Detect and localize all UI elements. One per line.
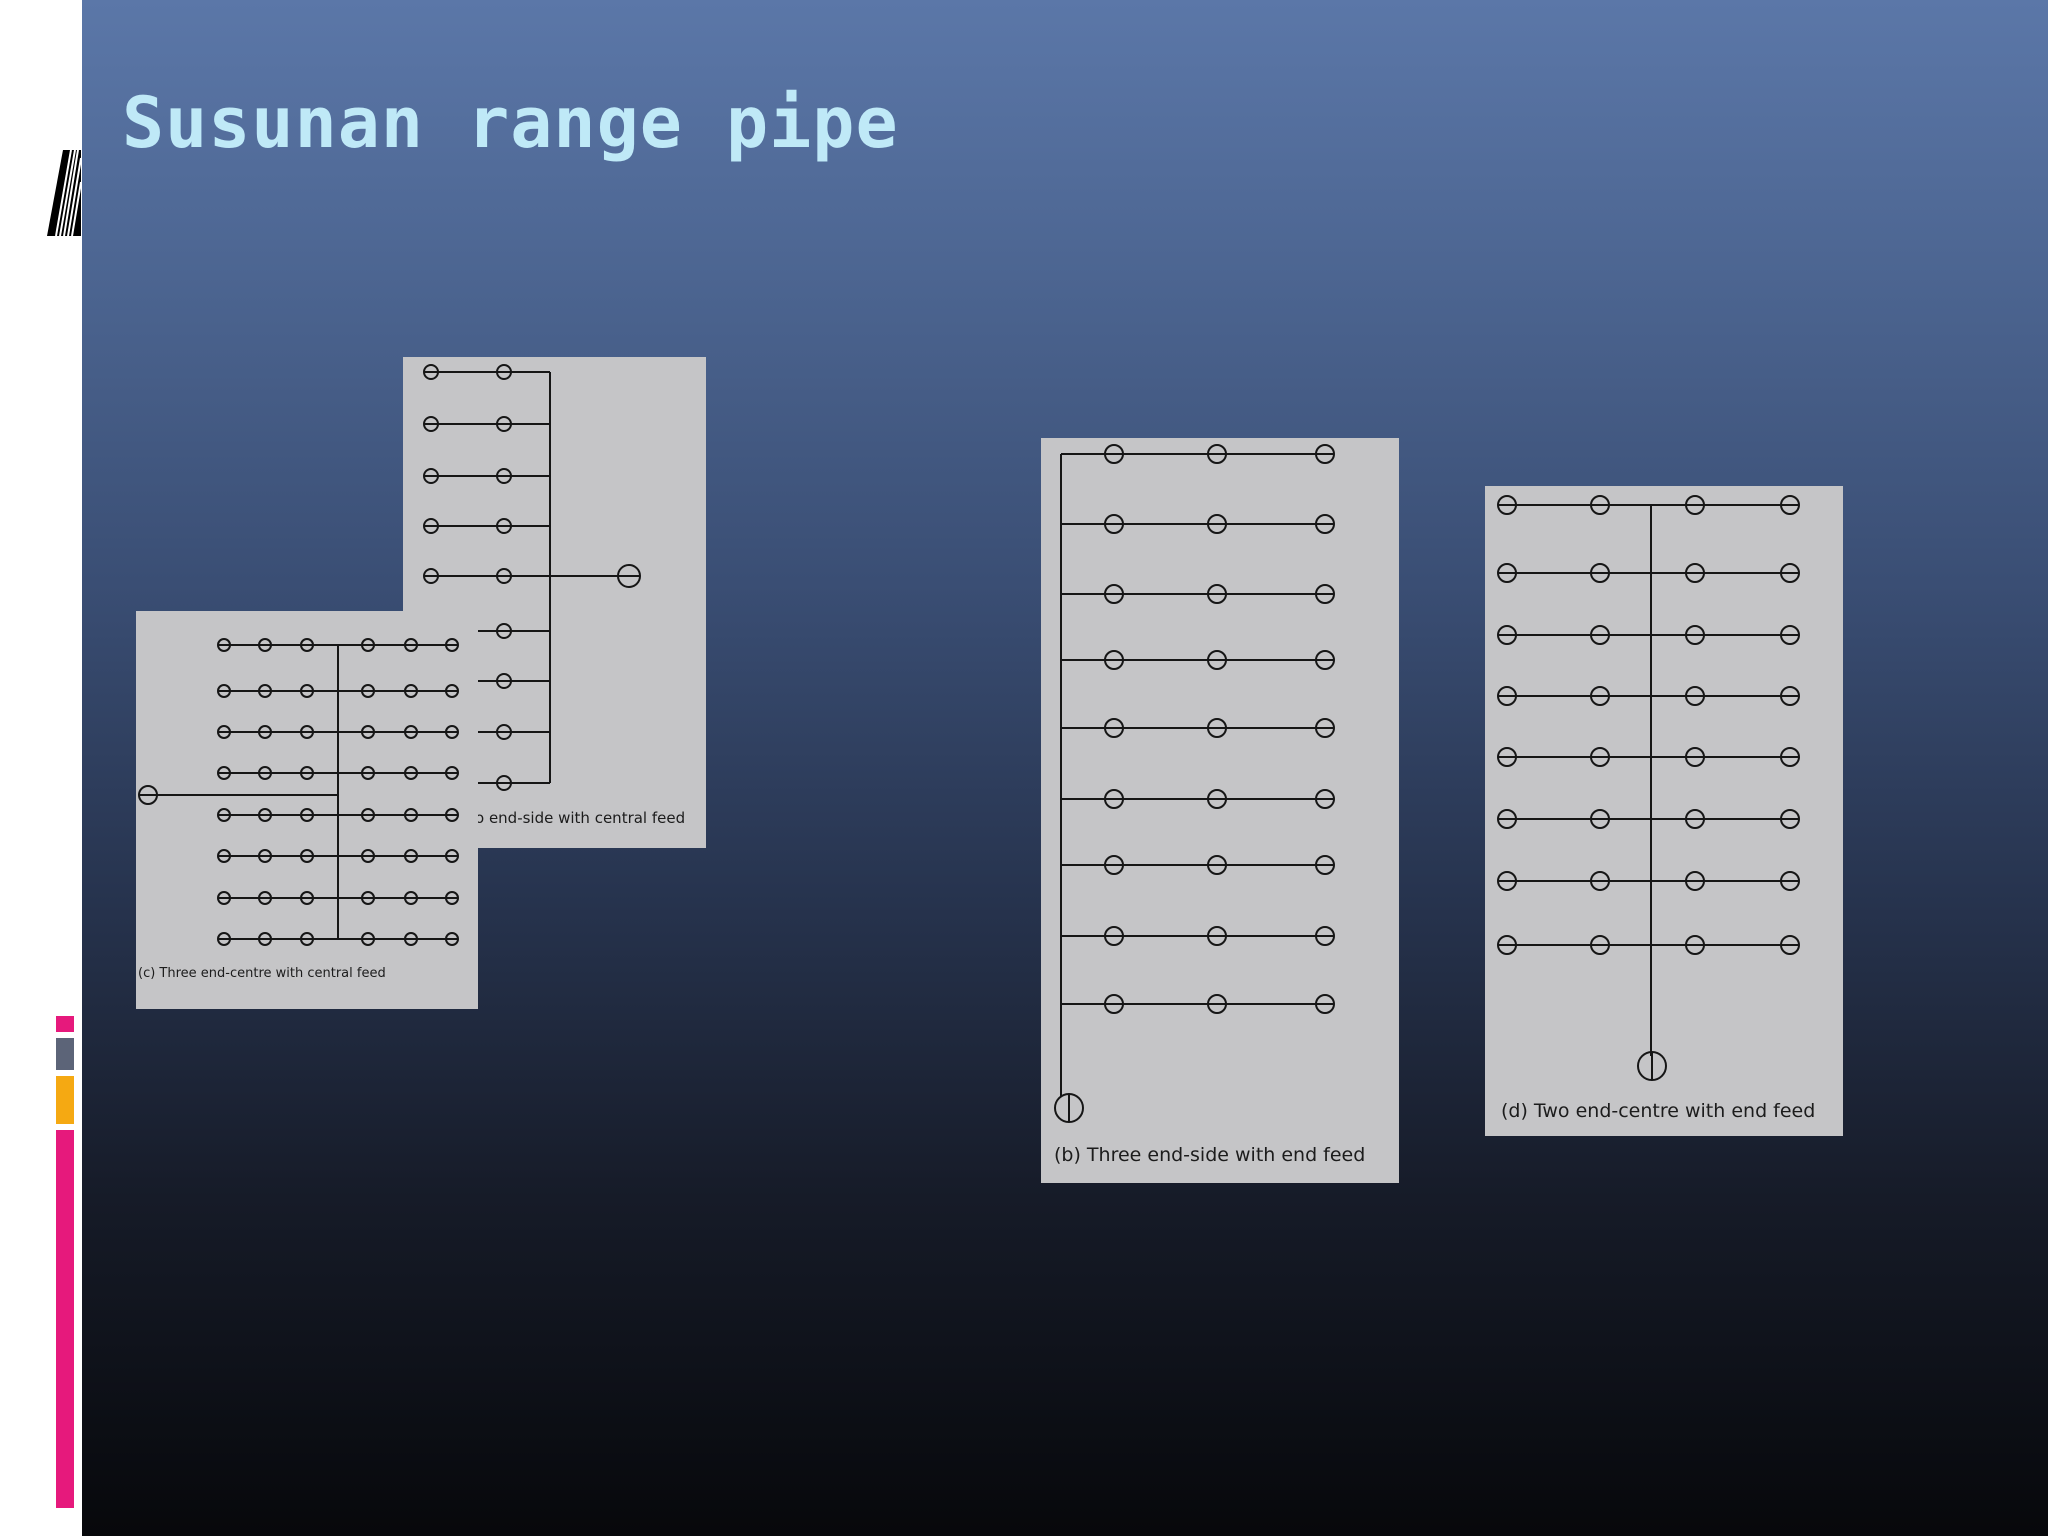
- accent-bar-pink-long: [56, 1130, 74, 1508]
- slanted-stripes-decor: [47, 150, 81, 236]
- accent-bar-gray: [56, 1038, 74, 1070]
- figure-c-panel: (c) Three end-centre with central feed: [136, 611, 478, 1009]
- figure-b-caption: (b) Three end-side with end feed: [1054, 1144, 1366, 1166]
- figure-c-piping-diagram: [138, 638, 459, 946]
- accent-bar-pink-small: [56, 1016, 74, 1032]
- figure-b-panel: (b) Three end-side with end feed: [1041, 438, 1399, 1183]
- page-title: Susunan range pipe: [122, 82, 899, 164]
- figure-c-caption: (c) Three end-centre with central feed: [138, 966, 386, 981]
- figure-d-piping-diagram: [1497, 495, 1800, 1081]
- figure-a-caption: o end-side with central feed: [475, 809, 686, 827]
- figure-d-panel: (d) Two end-centre with end feed: [1485, 486, 1843, 1136]
- figure-b-piping-diagram: [1054, 444, 1335, 1123]
- accent-bar-orange: [56, 1076, 74, 1124]
- figure-d-caption: (d) Two end-centre with end feed: [1501, 1100, 1816, 1122]
